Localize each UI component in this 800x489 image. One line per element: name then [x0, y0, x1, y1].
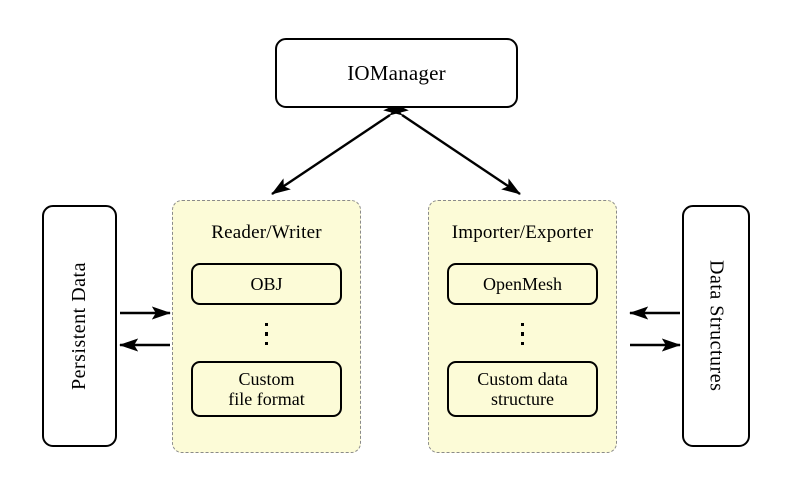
module-box-custom-data-structure: Custom data structure: [447, 361, 598, 417]
ellipsis-dot: [520, 332, 525, 336]
module-box-custom-file-format-line2: file format: [228, 389, 305, 409]
arrow-iomanager-reader-writer: [271, 99, 409, 195]
module-box-openmesh-label: OpenMesh: [483, 273, 562, 294]
module-box-custom-data-structure-line1: Custom data: [477, 368, 568, 389]
module-box-obj-label: OBJ: [250, 273, 283, 294]
persistent-data-label: Persistent Data: [68, 261, 90, 391]
panel-importer-exporter: Importer/Exporter OpenMesh Custom data s…: [428, 200, 617, 453]
module-box-openmesh: OpenMesh: [447, 263, 598, 305]
ellipsis-dot: [520, 341, 525, 346]
panel-importer-exporter-title: Importer/Exporter: [451, 222, 594, 243]
data-structures-label: Data Structures: [705, 260, 728, 392]
ellipsis-importer-exporter: [520, 316, 525, 352]
ellipsis-dot: [520, 322, 525, 327]
ellipsis-dot: [264, 322, 269, 327]
module-box-custom-data-structure-line2: structure: [491, 389, 554, 409]
arrow-iomanager-importer-exporter: [383, 99, 521, 195]
ellipsis-dot: [264, 341, 269, 346]
module-box-custom-file-format-line1: Custom: [238, 368, 295, 389]
ellipsis-dot: [264, 332, 269, 336]
module-box-custom-file-format: Custom file format: [191, 361, 342, 417]
module-box-obj: OBJ: [191, 263, 342, 305]
persistent-data-node: Persistent Data: [42, 205, 117, 447]
data-structures-node: Data Structures: [682, 205, 750, 447]
panel-reader-writer-title: Reader/Writer: [211, 222, 322, 243]
io-manager-node: IOManager: [275, 38, 518, 108]
panel-reader-writer: Reader/Writer OBJ Custom file format: [172, 200, 361, 453]
ellipsis-reader-writer: [264, 316, 269, 352]
io-manager-label: IOManager: [347, 60, 446, 85]
